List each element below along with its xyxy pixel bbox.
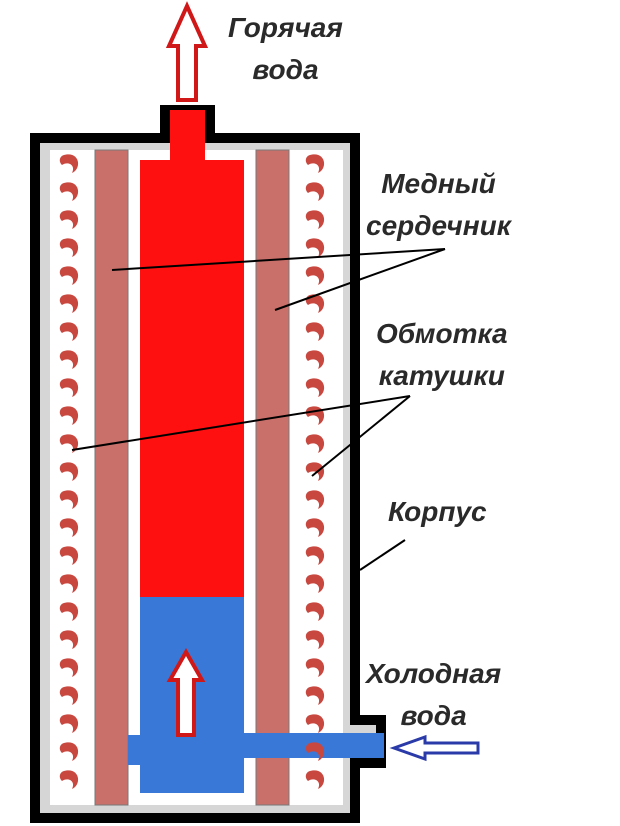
coil-turn [59,742,79,761]
copper-core-right [255,149,290,806]
hot-water-outlet-pipe [170,110,205,165]
coil-turn [59,182,79,201]
coil-turn [59,378,79,397]
coil-turn [305,770,325,789]
coil-turn [305,266,325,285]
coil-turn [59,686,79,705]
coil-turn [305,322,325,341]
hot-water-column [140,160,244,597]
coil-turn [305,658,325,677]
copper-core-label: Медный сердечник [366,168,511,241]
coil-turn [59,546,79,565]
coil-turn [59,266,79,285]
coil-turn [305,350,325,369]
coil-turn [305,574,325,593]
leader-coil-left [71,395,411,451]
cold-water-label: Холодная вода [366,658,502,731]
coil-turn [59,434,79,453]
coil-turn [59,462,79,481]
coil-turn [59,714,79,733]
coil-turn [305,154,325,173]
coil-turn [59,630,79,649]
coil-turn [59,770,79,789]
coil-turn [305,742,325,761]
coil-turn [59,210,79,229]
coil-winding-label: Обмотка катушки [376,318,508,391]
hot-water-label: Горячая вода [228,12,343,85]
coil-turn [305,210,325,229]
leader-copper-core-left [111,248,446,271]
coil-turn [305,434,325,453]
flow-up-arrow-icon [166,647,206,737]
coil-turn [59,238,79,257]
coil-turn [305,714,325,733]
leader-copper-core-right [274,248,446,311]
coil-turn [59,154,79,173]
leader-coil-right [311,395,411,477]
coil-turn [59,322,79,341]
coil-turn [59,658,79,677]
coil-turn [305,490,325,509]
coil-turn [59,574,79,593]
housing-label: Корпус [388,496,487,527]
coil-turn [305,686,325,705]
coil-turn [59,350,79,369]
coil-turn [305,462,325,481]
cold-water-inlet-pipe [128,735,140,765]
coil-turn [305,238,325,257]
coil-turn [305,602,325,621]
copper-core-left [94,149,129,806]
cold-water-arrow-icon [389,734,480,762]
coil-turn [305,182,325,201]
coil-winding-left [59,154,79,789]
coil-turn [305,378,325,397]
coil-turn [305,546,325,565]
leader-housing [359,539,406,571]
coil-turn [305,630,325,649]
coil-turn [59,518,79,537]
coil-turn [59,490,79,509]
coil-turn [59,406,79,425]
coil-turn [305,518,325,537]
coil-turn [305,294,325,313]
coil-turn [59,294,79,313]
coil-turn [59,602,79,621]
hot-water-arrow-icon [165,1,209,102]
